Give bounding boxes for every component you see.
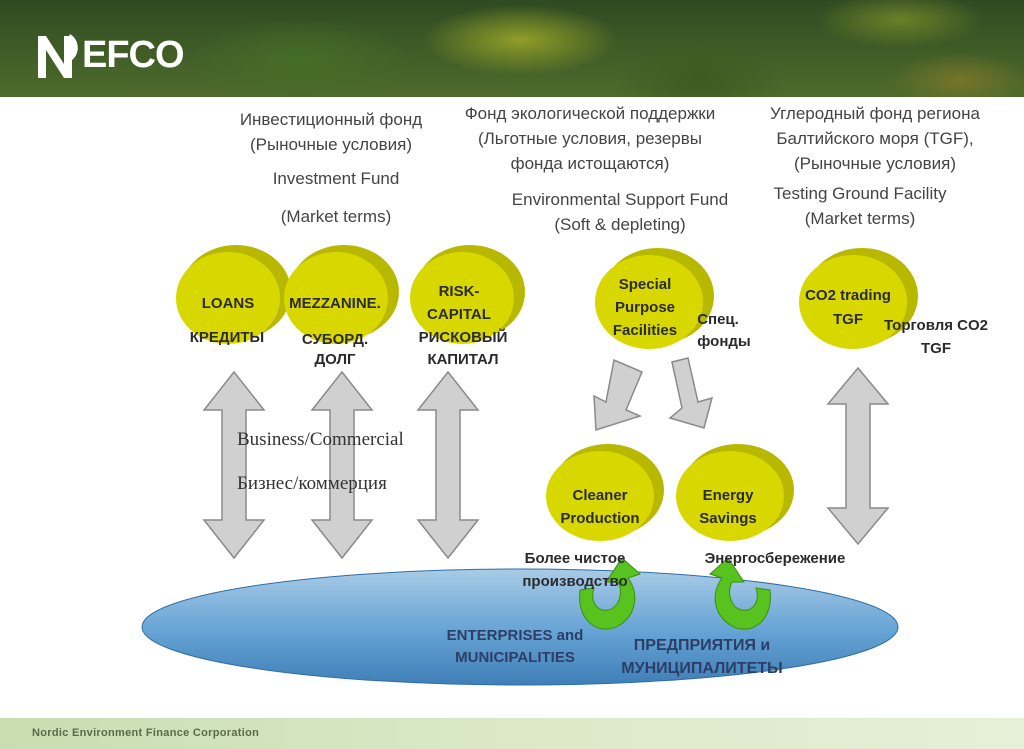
cleaner-production-label-en-line1: Cleaner [572,487,628,504]
double-arrow-loans [202,370,266,560]
footer-text: Nordic Environment Finance Corporation [32,727,260,739]
circle-risk-capital [410,245,525,344]
special-purpose-label-ru-line2: фонды [697,333,751,350]
circle-energy-savings [676,444,794,541]
investment-fund-en-line1: Investment Fund [272,169,400,188]
cleaner-production-label-ru-line1: Более чистое [524,550,626,567]
environmental-fund-en-line1: Environmental Support Fund [511,190,729,209]
investment-fund-ru-line2: (Рыночные условия) [249,135,413,154]
down-arrow-right [668,357,714,429]
nefco-logo[interactable]: EFCO [34,30,185,80]
enterprises-label-en-line2: MUNICIPALITIES [455,649,575,666]
business-label-en: Business/Commercial [237,429,404,450]
double-arrow-mezzanine [310,370,374,560]
loans-label-en: LOANS [201,295,255,312]
enterprises-label-ru-line2: МУНИЦИПАЛИТЕТЫ [621,660,783,677]
risk-capital-label-en-line2: CAPITAL [427,306,491,323]
investment-fund-ru-line1: Инвестиционный фонд [239,110,423,129]
header-banner: EFCO [0,0,1024,97]
special-purpose-label-en-line3: Facilities [612,322,678,339]
co2-label-ru-line1: Торговля CO2 [883,317,989,334]
carbon-fund-en-line2: (Market terms) [804,209,916,228]
risk-capital-label-en-line1: RISK- [438,283,480,300]
environmental-fund-ru-line3: фонда истощаются) [510,154,670,173]
enterprises-label-ru-line1: ПРЕДПРИЯТИЯ и [633,637,771,654]
risk-capital-label-ru-line2: КАПИТАЛ [427,351,499,368]
risk-capital-label-ru-line1: РИСКОВЫЙ [418,329,508,346]
environmental-fund-ru-line2: (Льготные условия, резервы [477,129,702,148]
loans-label-ru: КРЕДИТЫ [189,329,265,346]
cleaner-production-label-ru-line2: производство [522,573,628,590]
energy-savings-label-en-line2: Savings [699,510,757,527]
circle-mezzanine [284,245,399,344]
co2-label-ru-line2: TGF [921,340,951,357]
circle-co2 [799,248,918,349]
business-label-ru: Бизнес/коммерция [237,473,387,494]
carbon-fund-ru-line1: Углеродный фонд региона [770,104,980,123]
co2-label-en-line1: CO2 trading [805,287,891,304]
logo-text: EFCO [82,34,185,76]
investment-fund-en-line2: (Market terms) [280,207,392,226]
carbon-fund-ru-line3: (Рыночные условия) [793,154,957,173]
enterprises-ellipse [141,568,899,686]
special-purpose-label-en-line2: Purpose [614,299,675,316]
carbon-fund-ru-line2: Балтийского моря (TGF), [776,129,974,148]
carbon-fund-en-line1: Testing Ground Facility [773,184,947,203]
special-purpose-label-ru-line1: Спец. [697,311,739,328]
energy-savings-label-ru: Энергосбережение [704,550,846,567]
cleaner-production-label-en-line2: Production [560,510,640,527]
circle-cleaner-production [546,444,664,541]
circle-special-purpose [595,248,714,349]
mezzanine-label-en: MEZZANINE. [289,295,381,312]
down-arrow-left [593,358,643,432]
double-arrow-co2 [826,366,890,546]
co2-label-en-line2: TGF [833,311,863,328]
double-arrow-risk-capital [416,370,480,560]
mezzanine-label-ru-line2: ДОЛГ [314,351,356,368]
energy-savings-label-en-line1: Energy [702,487,754,504]
green-circular-arrow-left [579,557,641,630]
special-purpose-label-en-line1: Special [618,276,672,293]
mezzanine-label-ru-line1: СУБОРД. [301,331,369,348]
environmental-fund-en-line2: (Soft & depleting) [554,215,686,234]
leaf-n-logo-icon [38,34,78,78]
circle-loans [176,245,291,344]
footer-bar: Nordic Environment Finance Corporation [0,718,1024,749]
enterprises-label-en-line1: ENTERPRISES and [446,627,584,644]
green-circular-arrow-right [709,557,771,630]
environmental-fund-ru-line1: Фонд экологической поддержки [464,104,716,123]
